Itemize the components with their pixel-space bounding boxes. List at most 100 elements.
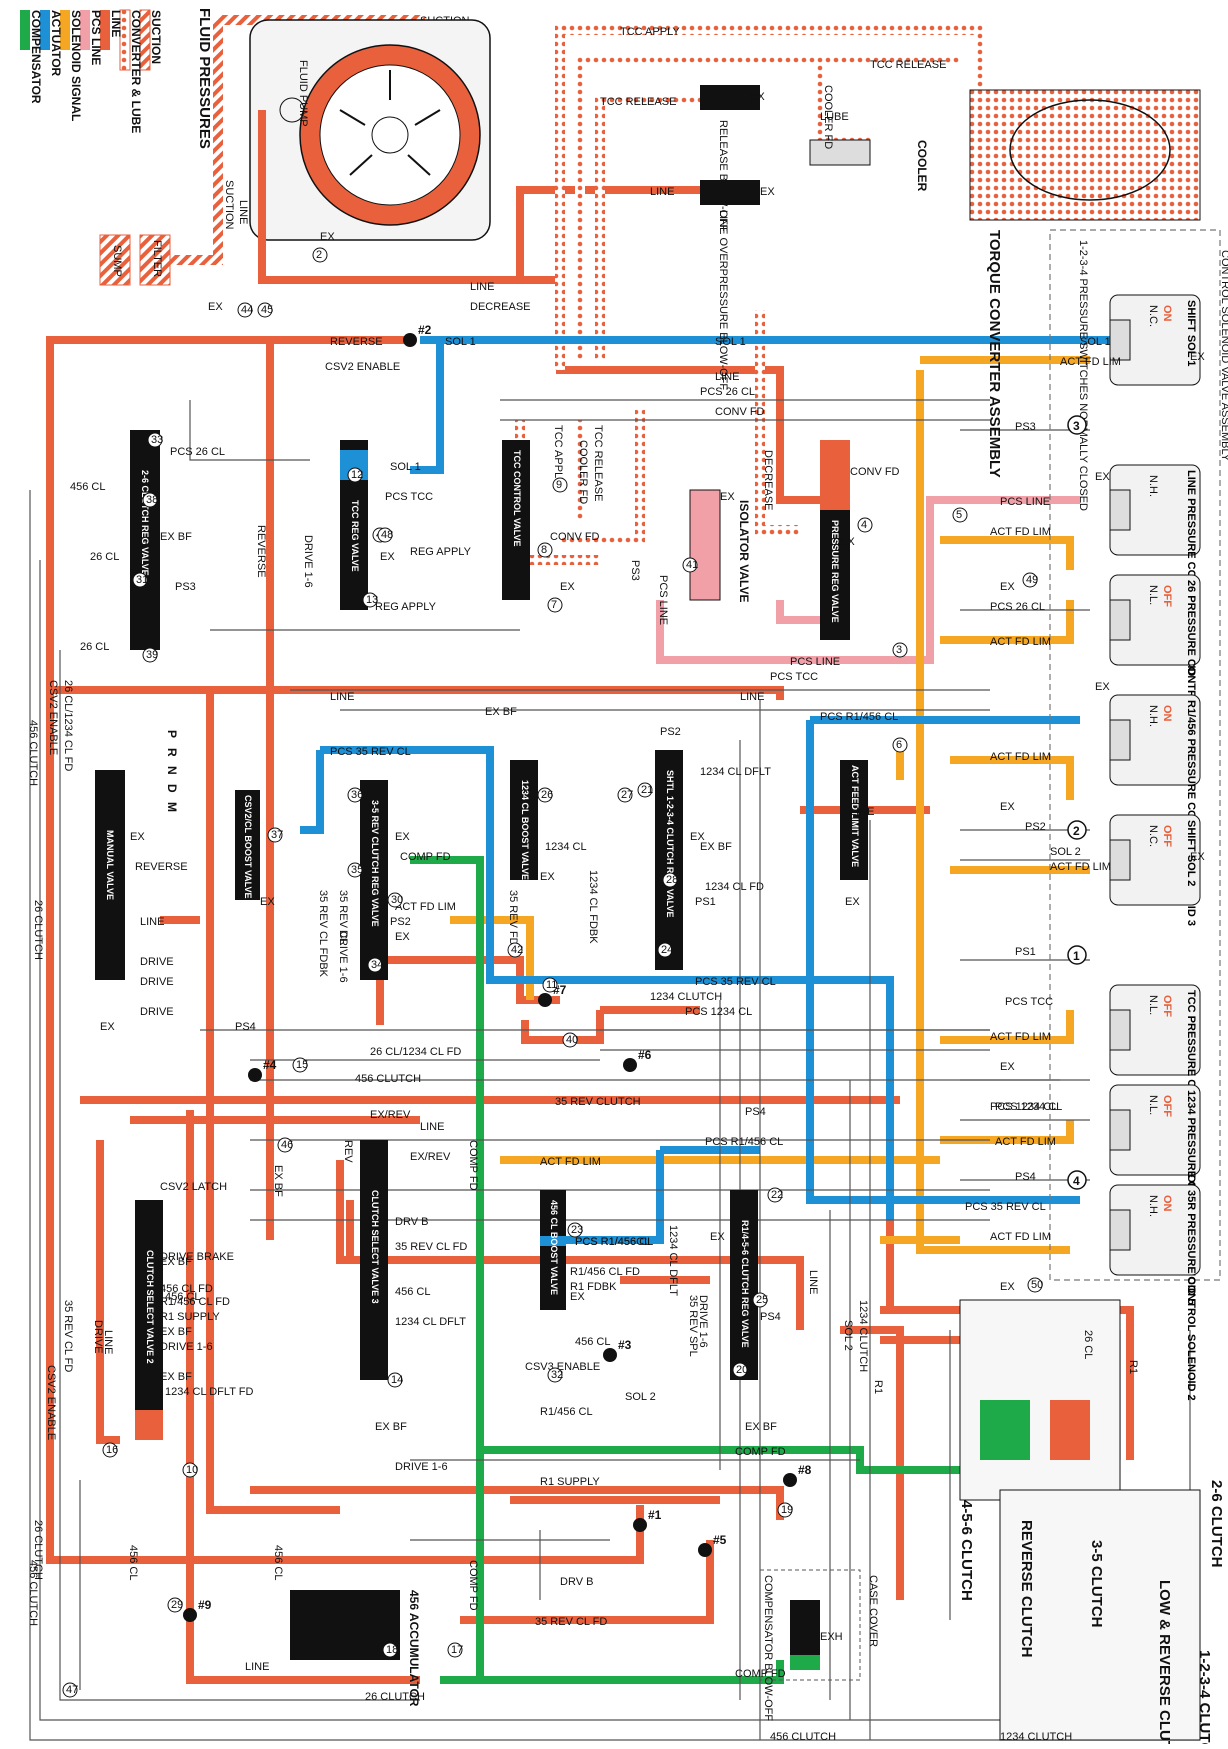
gear-position-D: D (165, 784, 179, 793)
orifice-layer: 2345678910111213141516171819202122232425… (62, 247, 1043, 1698)
checkball-label: #1 (648, 1508, 662, 1522)
orifice-number: 47 (66, 1684, 78, 1696)
pressure-switch-2: 2 (1067, 820, 1087, 840)
orifice-number: 3 (896, 644, 902, 656)
passage-label-ex: EX (320, 231, 335, 243)
orifice-number: 11 (546, 979, 557, 991)
act-feed-limit-valve-label: ACT FEED LIMIT VALVE (850, 765, 860, 867)
legend-item-compensator: COMPENSATOR (20, 10, 43, 104)
orifice-48: 48 (377, 527, 393, 543)
orifice-ring (507, 942, 523, 958)
checkball-ball (248, 1068, 262, 1082)
passage-label-ex_bf: EX BF (700, 841, 732, 853)
passage-label-exh: EXH (820, 1631, 843, 1643)
passage-label-pcs_tcc: PCS TCC (1005, 996, 1053, 1008)
orifice-25: 25 (752, 1292, 768, 1308)
passage-label-r1: R1 (1127, 1360, 1139, 1374)
orifice-26: 26 (537, 787, 553, 803)
passage-label-act_fd_lim: ACT FD LIM (990, 636, 1051, 648)
orifice-ring (547, 597, 563, 613)
passage-label-ex: EX (1190, 351, 1205, 363)
passage-label-pcs_r1456cl: PCS R1/456 CL (705, 1136, 783, 1148)
solenoid-port (1109, 489, 1131, 531)
checkball-label: #8 (798, 1463, 812, 1477)
passage-label-ex: EX (540, 871, 555, 883)
passage-label-ex: EX (690, 831, 705, 843)
passage-label-decrease: DECREASE (470, 301, 531, 313)
orifice-22: 22 (767, 1187, 783, 1203)
passage-label-drv_b: DRV B (560, 1576, 593, 1588)
orifice-ring (657, 942, 673, 958)
orifice-4: 4 (857, 517, 873, 533)
passage-label-r1456cl_fd: R1/456 CL FD (160, 1296, 230, 1308)
clutch-1234-label: 1-2-3-4 CLUTCH (1196, 1650, 1213, 1744)
orifice-number: 19 (781, 1504, 793, 1516)
line-overpressure-blowoff: LINE OVERPRESSURE BLOW-OFF (700, 180, 760, 390)
orifice-33: 33 (147, 432, 163, 448)
passage-label-clutch26: 26 CLUTCH (32, 1520, 44, 1580)
solenoid-port (1109, 1209, 1131, 1251)
passage-label-ex: EX (1000, 1281, 1015, 1293)
passage-label-act_fd_lim: ACT FD LIM (990, 1031, 1051, 1043)
passage-label-ex: EX (1000, 1061, 1015, 1073)
orifice-number: 13 (366, 594, 378, 606)
orifice-number: 34 (371, 959, 383, 971)
solenoid-port (1109, 1009, 1131, 1051)
orifice-15: 15 (292, 1057, 308, 1073)
orifice-ring (952, 507, 968, 523)
orifice-21: 21 (637, 782, 653, 798)
checkball-ball (698, 1543, 712, 1557)
passage-label-reg_apply: REG APPLY (375, 601, 437, 613)
passage-label-pcs_tcc: PCS TCC (385, 491, 433, 503)
passage-label-cl456: 456 CL (395, 1286, 430, 1298)
passage-label-ex_bf: EX BF (272, 1165, 284, 1197)
passage-label-line: LINE (650, 186, 674, 198)
passage-label-line: LINE (715, 371, 739, 383)
passage-label-csv2_enable: CSV2 ENABLE (47, 680, 59, 755)
passage-label-clutch26: 26 CLUTCH (32, 900, 44, 960)
orifice-ring (547, 1367, 563, 1383)
passage-label-comp_fd: COMP FD (400, 851, 451, 863)
orifice-number: 50 (1031, 1279, 1043, 1291)
orifice-number: 42 (511, 944, 523, 956)
orifice-45: 45 (257, 302, 273, 318)
passage-label-ps2: PS2 (660, 726, 681, 738)
orifice-ring (662, 872, 678, 888)
pressure-switch-3: 3 (1067, 415, 1087, 435)
orifice-ring (777, 1502, 793, 1518)
clutch-26-label: 2-6 CLUTCH (1208, 1480, 1225, 1568)
clutch-select-valve-2: CLUTCH SELECT VALVE 2 (135, 1200, 163, 1440)
passage-label-clutch456: 456 CLUTCH (27, 1560, 39, 1626)
sump (99, 234, 131, 286)
compensator-blowoff-label: COMPENSATOR BLOW-OFF (762, 1575, 774, 1721)
orifice-ring (347, 862, 363, 878)
orifice-ring (347, 467, 363, 483)
orifice-23: 23 (567, 1222, 583, 1238)
orifice-number: 36 (351, 789, 363, 801)
passage-label-ex_bf: EX BF (160, 1371, 192, 1383)
solenoid-port (1109, 719, 1131, 761)
passage-label-tcc_release: TCC RELEASE (600, 96, 676, 108)
passage-label-ex: EX (760, 186, 775, 198)
orifice-16: 16 (102, 1442, 118, 1458)
pressure-switch-ring (1067, 820, 1087, 840)
solenoid-state: ON (1161, 305, 1173, 322)
passage-label-cl26: 26 CL (1082, 1330, 1094, 1359)
passage-label-pcs_line: PCS LINE (1000, 496, 1050, 508)
passage-label-clutch456: 456 CLUTCH (770, 1731, 836, 1743)
orifice-number: 35 (351, 864, 363, 876)
passage-label-ex: EX (380, 551, 395, 563)
passage-label-act_fd_lim: ACT FD LIM (540, 1156, 601, 1168)
orifice-28: 28 (662, 872, 678, 888)
orifice-ring (132, 572, 148, 588)
orifice-10: 10 (182, 1462, 198, 1478)
passage-label-cl1234_dflt: 1234 CL DFLT (700, 766, 771, 778)
passage-label-tcc_release: TCC RELEASE (592, 425, 604, 501)
passage-label-cl26: 26 CL (90, 551, 119, 563)
fluid-pump-label: FLUID PUMP (297, 60, 309, 127)
orifice-ring (147, 432, 163, 448)
passage-label-ex: EX (1000, 801, 1015, 813)
gear-position-P: P (165, 730, 179, 738)
orifice-24: 24 (657, 942, 673, 958)
